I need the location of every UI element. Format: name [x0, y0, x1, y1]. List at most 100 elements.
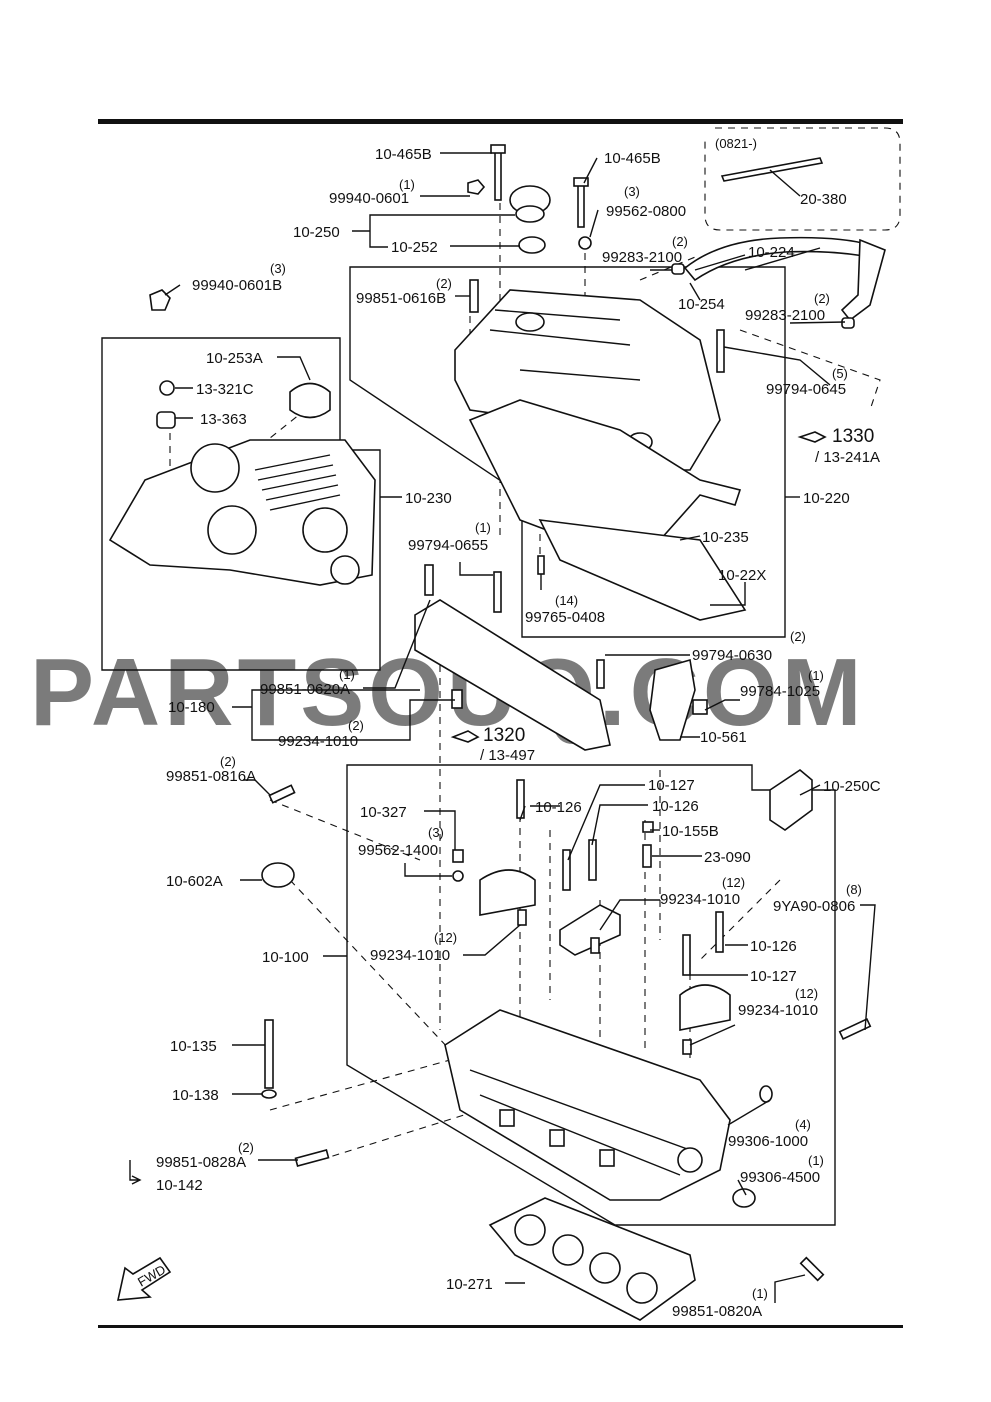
label-99851-0820A[interactable]: 99851-0820A [672, 1303, 762, 1320]
fwd-arrow: FWD [116, 1256, 172, 1301]
pointing-hand-icon [450, 730, 480, 743]
label-99306-1000[interactable]: 99306-1000 [728, 1133, 808, 1150]
label-10-126-c[interactable]: 10-126 [750, 938, 797, 955]
qty-label: (2) [348, 718, 364, 733]
label-10-135[interactable]: 10-135 [170, 1038, 217, 1055]
nut-99940-0601 [467, 179, 486, 195]
ref-13-241A-label[interactable]: / 13-241A [815, 449, 880, 466]
label-99234-1010-a[interactable]: 99234-1010 [278, 733, 358, 750]
cylinder-head-10-100 [444, 1009, 731, 1201]
label-99851-0620A[interactable]: 99851-0620A [260, 681, 350, 698]
top-rule [98, 119, 903, 124]
label-10-602A[interactable]: 10-602A [166, 873, 223, 890]
label-10-250[interactable]: 10-250 [293, 224, 340, 241]
ref-1330[interactable]: 1330 / 13-241A [797, 426, 880, 466]
head-cover-gasket-10-235 [468, 399, 742, 551]
intake-manifold-parts [414, 564, 813, 831]
qty-label: (1) [399, 177, 415, 192]
label-99794-0645[interactable]: 99794-0645 [766, 381, 846, 398]
label-99283-2100-b[interactable]: 99283-2100 [745, 307, 825, 324]
label-10-254[interactable]: 10-254 [678, 296, 725, 313]
plug-99306-1000 [759, 1085, 773, 1103]
label-10-126-a[interactable]: 10-126 [535, 799, 582, 816]
qty-label: (2) [790, 629, 806, 644]
label-99234-1010-c[interactable]: 99234-1010 [370, 947, 450, 964]
bottom-rule [98, 1325, 903, 1328]
ref-13-497-label[interactable]: / 13-497 [480, 747, 535, 764]
label-9YA90-0806[interactable]: 9YA90-0806 [773, 898, 855, 915]
label-99940-0601B[interactable]: 99940-0601B [192, 277, 282, 294]
label-99851-0828A[interactable]: 99851-0828A [156, 1154, 246, 1171]
bolt-10-465B-a [494, 149, 502, 201]
label-99794-0655[interactable]: 99794-0655 [408, 537, 488, 554]
qty-label: (14) [555, 593, 578, 608]
label-99234-1010-b[interactable]: 99234-1010 [660, 891, 740, 908]
label-10-155B[interactable]: 10-155B [662, 823, 719, 840]
plug-10-155B [642, 821, 654, 833]
label-10-224[interactable]: 10-224 [748, 244, 795, 261]
label-99940-0601[interactable]: 99940-0601 [329, 190, 409, 207]
qty-label: (4) [795, 1117, 811, 1132]
bracket-10-561 [649, 658, 696, 741]
label-99851-0816A[interactable]: 99851-0816A [166, 768, 256, 785]
label-10-220[interactable]: 10-220 [803, 490, 850, 507]
qty-label: (3) [624, 184, 640, 199]
label-10-253A[interactable]: 10-253A [206, 350, 263, 367]
label-99234-1010-d[interactable]: 99234-1010 [738, 1002, 818, 1019]
label-10-465B-b[interactable]: 10-465B [604, 150, 661, 167]
label-10-465B-a[interactable]: 10-465B [375, 146, 432, 163]
label-10-230[interactable]: 10-230 [405, 490, 452, 507]
label-10-327[interactable]: 10-327 [360, 804, 407, 821]
label-10-271[interactable]: 10-271 [446, 1276, 493, 1293]
label-10-561[interactable]: 10-561 [700, 729, 747, 746]
grommet-13-363 [156, 411, 176, 429]
label-99784-1025[interactable]: 99784-1025 [740, 683, 820, 700]
label-10-127-a[interactable]: 10-127 [648, 777, 695, 794]
label-99765-0408[interactable]: 99765-0408 [525, 609, 605, 626]
label-99562-0800[interactable]: 99562-0800 [606, 203, 686, 220]
head-cover-box [349, 266, 786, 638]
label-10-142[interactable]: 10-142 [156, 1177, 203, 1194]
label-10-180[interactable]: 10-180 [168, 699, 215, 716]
label-99306-4500[interactable]: 99306-4500 [740, 1169, 820, 1186]
ref-1330-label[interactable]: 1330 [832, 426, 874, 447]
label-99283-2100-a[interactable]: 99283-2100 [602, 249, 682, 266]
label-10-252[interactable]: 10-252 [391, 239, 438, 256]
label-10-22X[interactable]: 10-22X [718, 567, 766, 584]
label-10-235[interactable]: 10-235 [702, 529, 749, 546]
washer-99562-0800 [578, 236, 592, 250]
washer-10-138 [261, 1089, 277, 1099]
ref-1320-label[interactable]: 1320 [483, 725, 525, 746]
label-10-127-b[interactable]: 10-127 [750, 968, 797, 985]
camshaft-caps-parts [261, 779, 872, 1055]
seal-10-602A [261, 862, 295, 888]
screw-99765-0408 [537, 555, 545, 575]
qty-label: (2) [238, 1140, 254, 1155]
pipe-part [720, 157, 824, 182]
head-cover-parts [454, 144, 886, 621]
part-labels[interactable]: 10-465B 10-465B (1) 99940-0601 (3) 99562… [156, 146, 881, 1320]
leader-lines [129, 152, 876, 1303]
baffle-10-22X [538, 519, 747, 621]
ref-1320[interactable]: 1320 / 13-497 [450, 725, 535, 764]
label-10-250C[interactable]: 10-250C [823, 778, 881, 795]
bolt-99784-1025 [692, 699, 708, 715]
label-10-138[interactable]: 10-138 [172, 1087, 219, 1104]
label-99794-0630[interactable]: 99794-0630 [692, 647, 772, 664]
qty-label: (12) [722, 875, 745, 890]
label-10-100[interactable]: 10-100 [262, 949, 309, 966]
label-23-090[interactable]: 23-090 [704, 849, 751, 866]
label-99851-0616B[interactable]: 99851-0616B [356, 290, 446, 307]
stud-99851-0616B [469, 279, 479, 313]
qty-label: (2) [436, 276, 452, 291]
label-10-126-b[interactable]: 10-126 [652, 798, 699, 815]
bolt-10-126-c [715, 911, 724, 953]
variant-date-label: (0821-) [715, 136, 757, 151]
label-13-321C[interactable]: 13-321C [196, 381, 254, 398]
qty-label: (1) [808, 668, 824, 683]
qty-label: (1) [339, 667, 355, 682]
variant-box: (0821-) 20-380 [704, 127, 901, 231]
label-99562-1400[interactable]: 99562-1400 [358, 842, 438, 859]
label-13-363[interactable]: 13-363 [200, 411, 247, 428]
bolt-10-465B-b [577, 184, 585, 228]
